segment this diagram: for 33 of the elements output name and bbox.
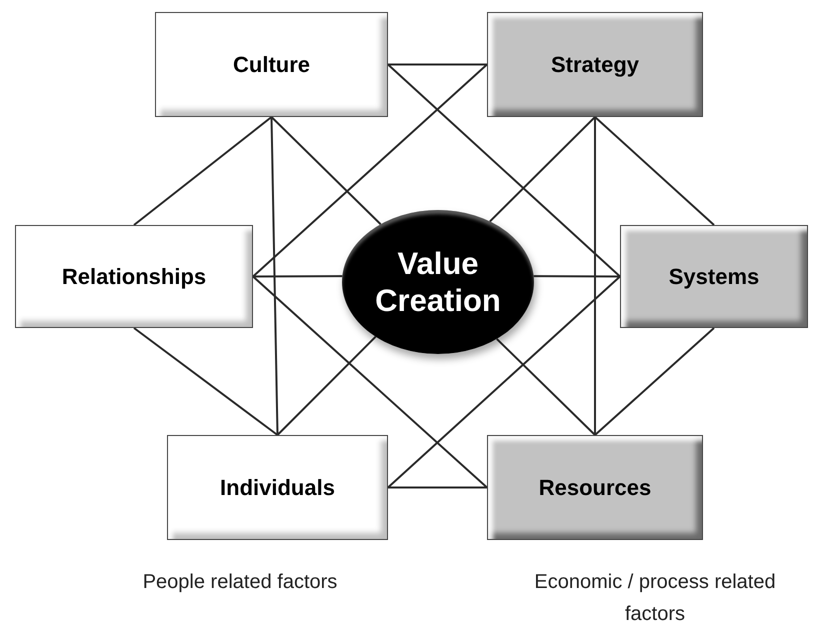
factor-box xyxy=(620,225,808,328)
connector-line xyxy=(252,64,488,278)
connector-line xyxy=(270,116,382,225)
factor-label: Individuals xyxy=(220,474,335,500)
connector-line xyxy=(387,276,621,488)
center-title: Value Creation xyxy=(374,245,502,319)
factor-label: Strategy xyxy=(550,52,640,78)
connector-line xyxy=(594,116,715,226)
connector-line xyxy=(489,116,596,222)
group-caption: People related factors xyxy=(142,570,338,595)
factor-box xyxy=(155,12,388,117)
connector-line xyxy=(387,64,621,278)
connector-line xyxy=(594,327,715,436)
group-caption: Economic / process related factors xyxy=(533,570,777,627)
connector-line xyxy=(388,486,487,488)
connector-line xyxy=(496,338,596,436)
factor-box xyxy=(487,435,703,540)
factor-label: Culture xyxy=(233,52,310,78)
connector-line xyxy=(270,116,278,436)
factor-box xyxy=(487,12,703,117)
connector-line xyxy=(133,116,272,226)
factor-label: Resources xyxy=(538,474,652,500)
connector-line xyxy=(388,64,487,66)
connector-line xyxy=(594,117,596,435)
connector-line xyxy=(133,327,278,436)
connector-line xyxy=(276,336,376,436)
factor-label: Relationships xyxy=(62,264,206,290)
factor-box xyxy=(167,435,388,540)
connector-line xyxy=(252,276,488,488)
factor-box xyxy=(15,225,253,328)
connector-line xyxy=(534,275,620,278)
connector-line xyxy=(253,275,342,278)
factor-label: Systems xyxy=(668,264,760,290)
